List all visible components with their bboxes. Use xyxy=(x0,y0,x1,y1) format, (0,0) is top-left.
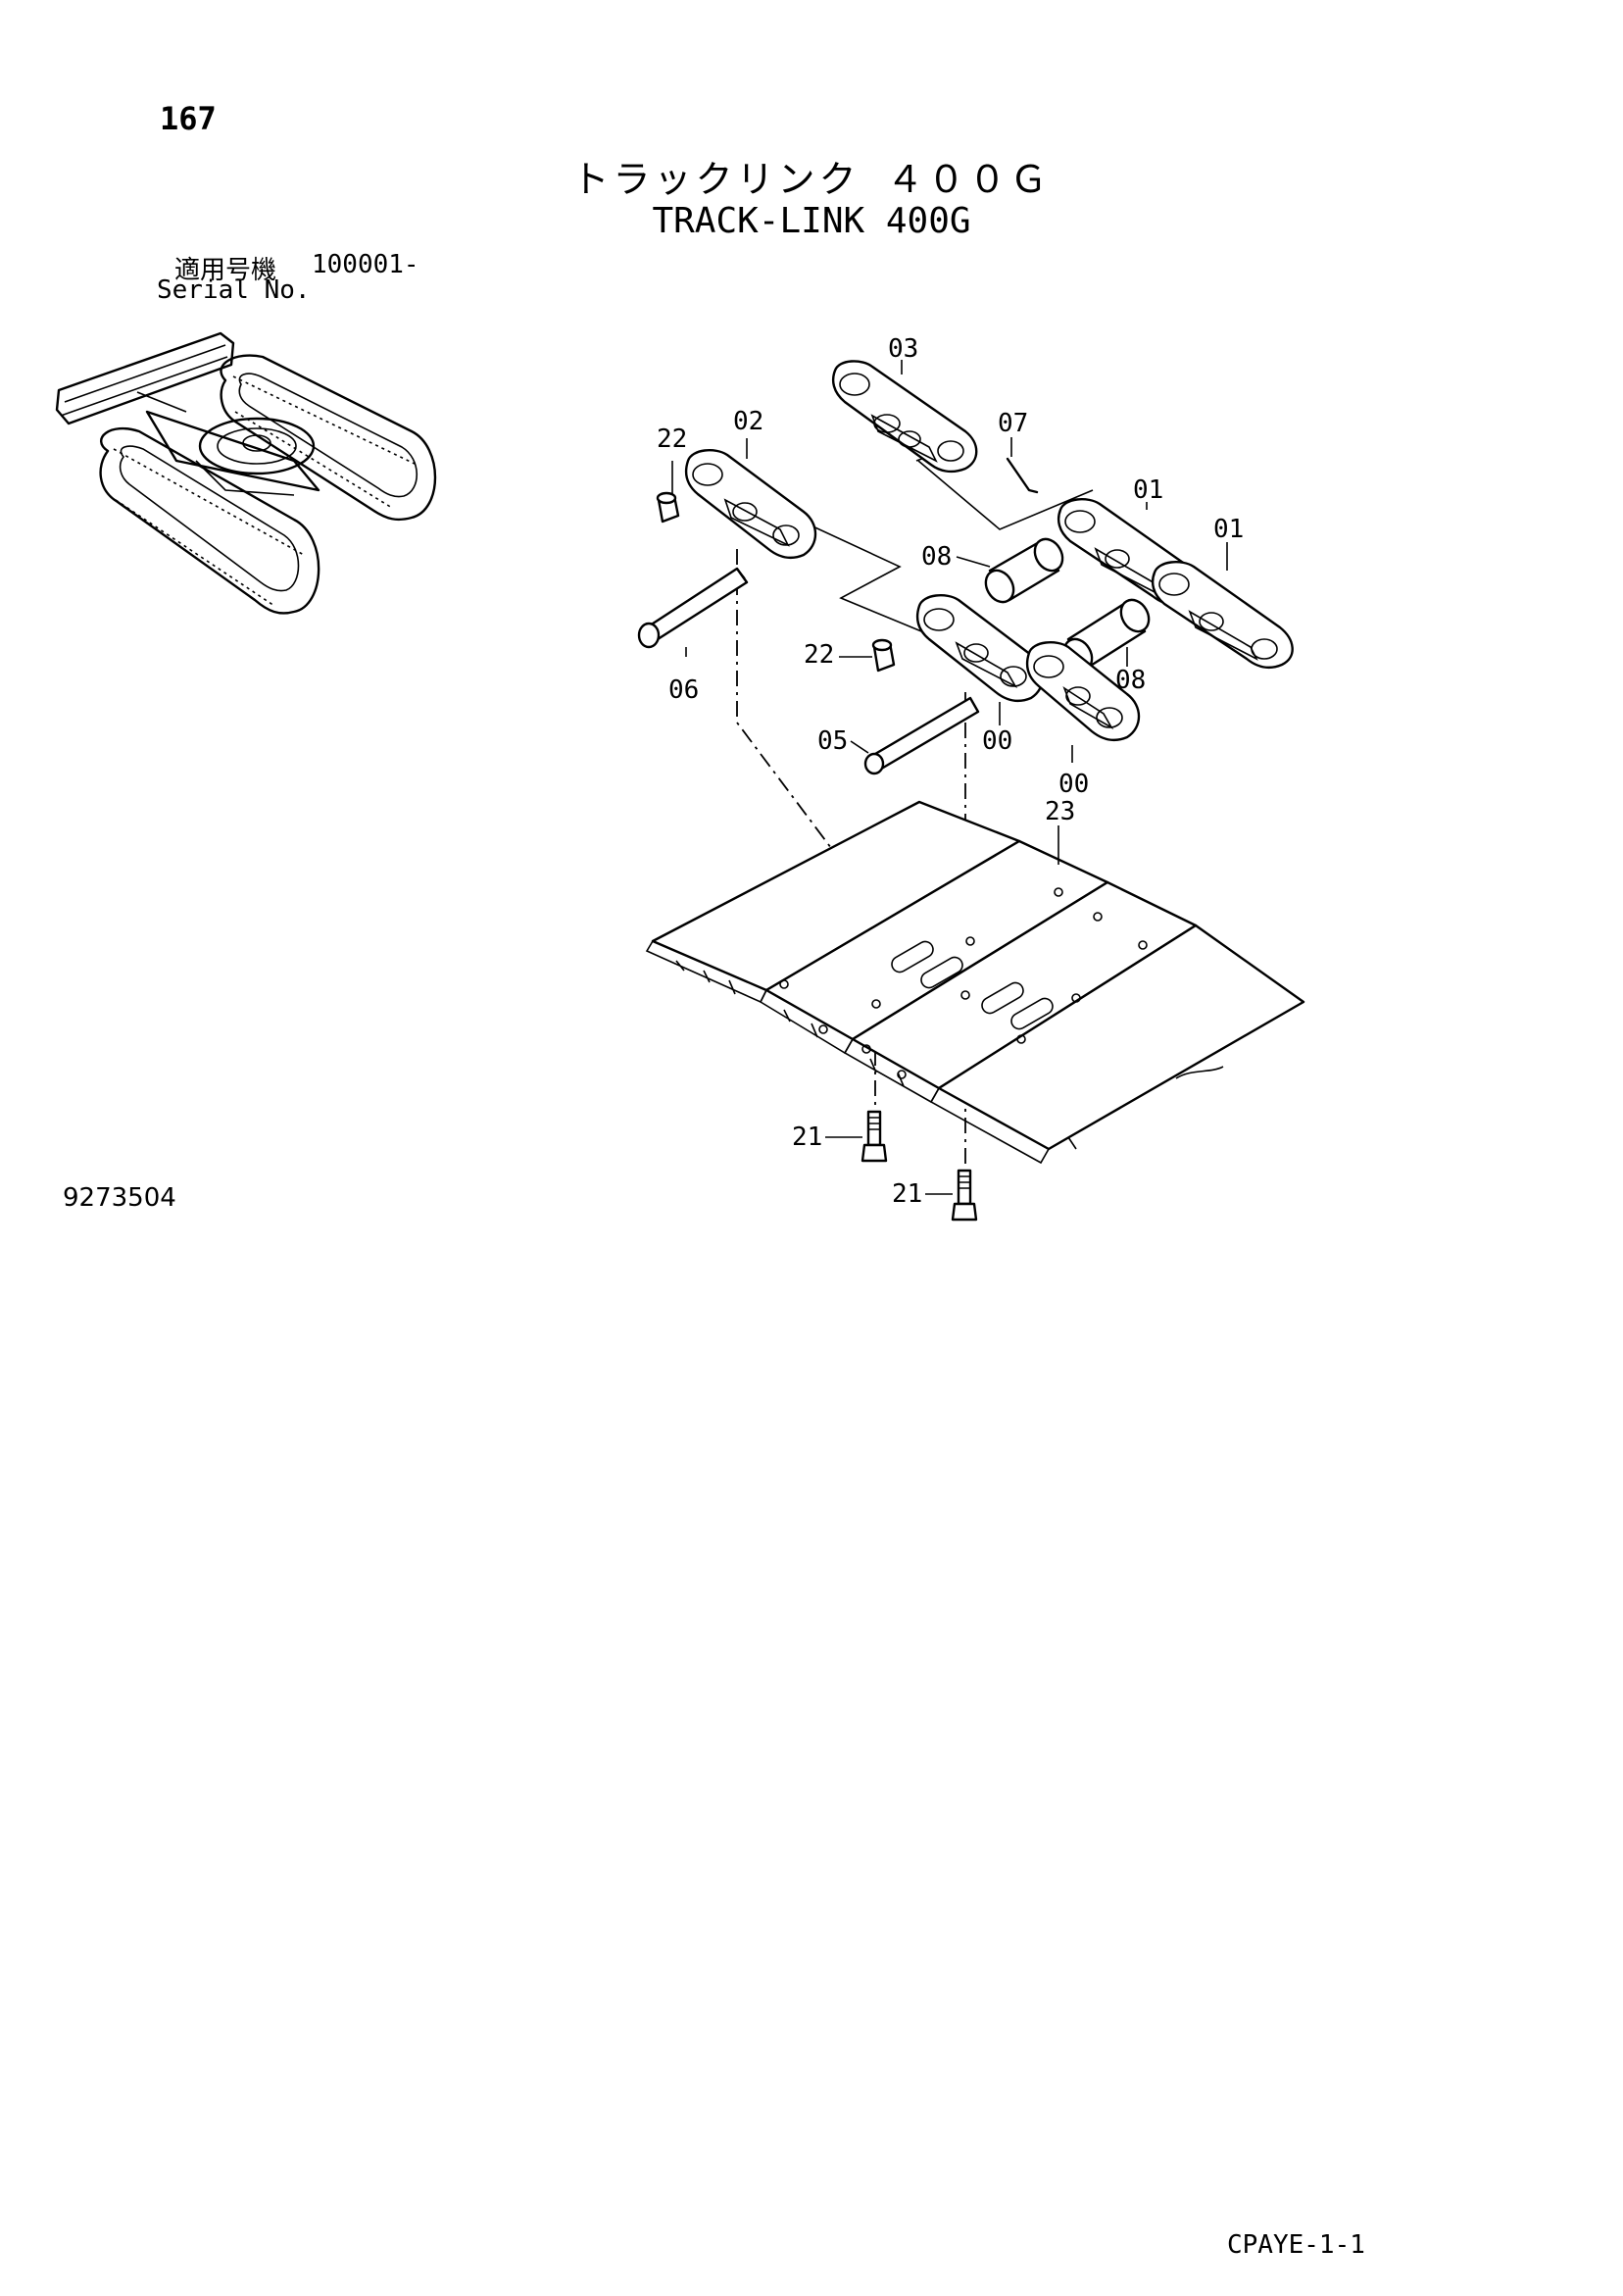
part-03-link xyxy=(831,360,978,474)
callout-06: 06 xyxy=(668,675,699,705)
part-06-pin xyxy=(637,567,749,649)
callout-07: 07 xyxy=(998,409,1028,438)
callout-05: 05 xyxy=(817,726,848,756)
part-08-bushing-upper xyxy=(984,537,1064,604)
machine-undercarriage-thumbnail xyxy=(55,331,437,615)
callout-08-upper: 08 xyxy=(921,542,952,572)
callout-02: 02 xyxy=(733,407,763,436)
part-22-nut-lower xyxy=(871,638,896,673)
serial-number-range: 100001- xyxy=(312,250,419,279)
part-07-pin xyxy=(1006,457,1039,494)
part-23-track-shoes xyxy=(645,800,1305,1165)
callout-03: 03 xyxy=(888,334,918,364)
part-05-pin xyxy=(863,696,980,775)
serial-label-english: Serial No. xyxy=(157,275,311,305)
callout-21-left: 21 xyxy=(792,1123,822,1152)
page-title-english: TRACK-LINK 400G xyxy=(652,201,971,241)
page-title-japanese: トラックリンク ４００Ｇ xyxy=(571,158,1052,201)
part-21-bolt-right xyxy=(951,1169,978,1222)
footer-code: CPAYE-1-1 xyxy=(1227,2230,1365,2260)
callout-08-lower: 08 xyxy=(1115,666,1146,695)
callout-22-upper: 22 xyxy=(657,424,687,454)
drawing-code: 9273504 xyxy=(63,1183,176,1213)
callout-23: 23 xyxy=(1045,797,1075,826)
callout-21-right: 21 xyxy=(892,1179,922,1209)
part-02-link xyxy=(684,449,817,560)
page-number: 167 xyxy=(160,100,217,137)
part-00-link-front xyxy=(915,594,1045,703)
part-08-bushing-lower xyxy=(1062,598,1151,673)
part-00-link-rear xyxy=(1025,641,1141,742)
part-01-link-right xyxy=(1151,561,1294,670)
serial-label-japanese: 適用号機 xyxy=(174,256,277,285)
callout-00-front: 00 xyxy=(982,726,1012,756)
part-22-nut-upper xyxy=(656,491,680,524)
callout-01-right: 01 xyxy=(1213,515,1244,544)
part-21-bolt-left xyxy=(861,1110,888,1163)
callout-00-rear: 00 xyxy=(1058,770,1089,799)
callout-leader-lines xyxy=(671,360,1228,1195)
callout-22-lower: 22 xyxy=(804,640,834,670)
callout-01-left: 01 xyxy=(1133,475,1163,505)
